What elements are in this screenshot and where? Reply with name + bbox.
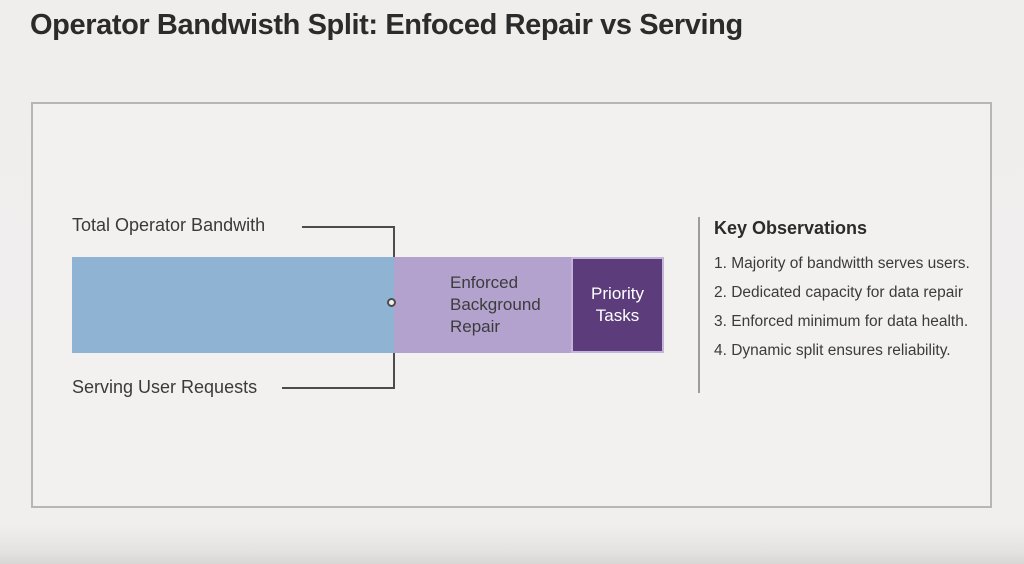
connector-line-bottom	[282, 387, 394, 389]
segment-priority-tasks: Priority Tasks	[571, 257, 664, 353]
observation-item: 2. Dedicated capacity for data repair	[714, 284, 963, 301]
observations-heading: Key Observations	[714, 218, 868, 238]
vertical-divider	[698, 217, 700, 393]
segment-label-enforced-background-repair: Enforced Background Repair	[450, 273, 541, 336]
observation-item: 4. Dynamic split ensures reliability.	[714, 342, 951, 359]
connector-line-top	[302, 226, 394, 228]
segment-serving-user-requests	[72, 257, 394, 353]
label-total-operator-bandwidth: Total Operator Bandwith	[72, 215, 266, 235]
segment-enforced-background-repair: Enforced Background Repair	[394, 257, 571, 353]
key-observations-section: Key Observations 1. Majority of bandwitt…	[714, 218, 994, 371]
observation-item: 1. Majority of bandwitth serves users.	[714, 255, 970, 272]
segment-label-priority-tasks: Priority Tasks	[591, 284, 644, 325]
split-drag-handle[interactable]	[387, 298, 396, 307]
diagram-panel: Total Operator Bandwith Enforced Backgro…	[31, 102, 992, 508]
page-title: Operator Bandwisth Split: Enfoced Repair…	[30, 9, 743, 41]
label-serving-user-requests: Serving User Requests	[72, 377, 258, 397]
observation-item: 3. Enforced minimum for data health.	[714, 313, 969, 330]
bandwidth-split-bar: Enforced Background Repair Priority Task…	[72, 257, 664, 353]
